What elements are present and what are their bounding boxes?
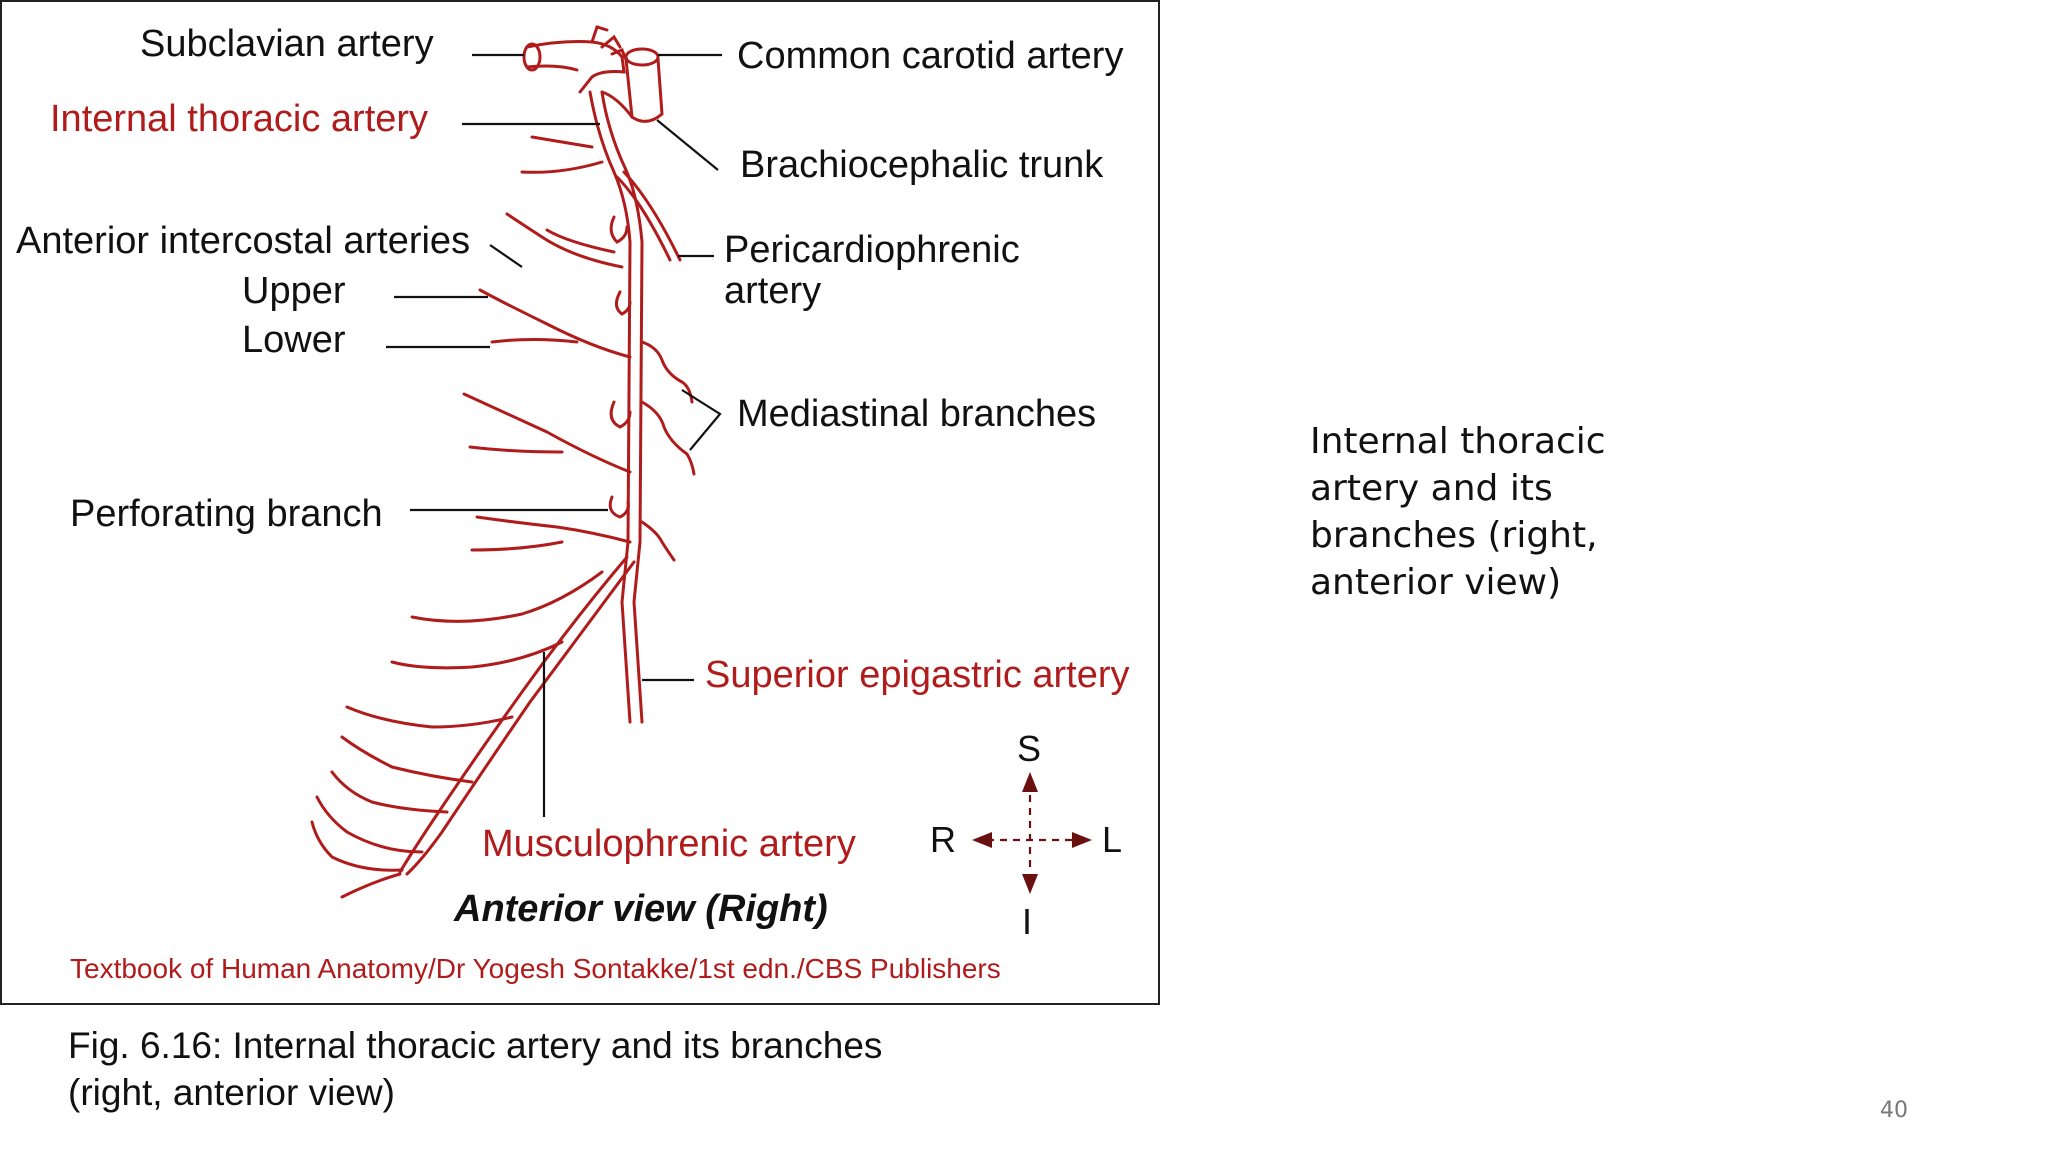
intercostal-10 xyxy=(330,770,449,814)
intercostal-12 xyxy=(310,820,404,872)
intercostal-5 xyxy=(475,515,632,544)
compass-superior-label: S xyxy=(1017,728,1042,769)
label-superior-epigastric-artery: Superior epigastric artery xyxy=(705,654,1130,696)
intercostal-11 xyxy=(315,795,424,854)
artery-diagram xyxy=(310,25,1092,899)
arrow-right-icon xyxy=(1072,832,1092,848)
brachiocephalic-trunk xyxy=(624,57,664,123)
intercostal-6 xyxy=(410,570,604,623)
leader-brachiocephalic xyxy=(656,119,719,171)
brachiocephalic-arch xyxy=(600,90,634,119)
mediastinal-1 xyxy=(640,340,694,404)
page-number: 40 xyxy=(1880,1098,1908,1123)
intercostal-5b xyxy=(470,540,564,552)
compass-left-label: L xyxy=(1102,819,1123,860)
intercostal-8 xyxy=(345,705,514,729)
leader-intercostal xyxy=(489,244,523,268)
intercostal-4b xyxy=(468,445,564,454)
label-credit: Textbook of Human Anatomy/Dr Yogesh Sont… xyxy=(70,953,1001,984)
leader-mediastinal-bracket xyxy=(681,389,722,451)
perforating-hook-2 xyxy=(615,290,632,316)
label-upper: Upper xyxy=(242,270,346,312)
label-brachiocephalic-trunk: Brachiocephalic trunk xyxy=(740,144,1104,186)
label-anterior-intercostal-arteries: Anterior intercostal arteries xyxy=(16,220,471,262)
musculophrenic-artery-a xyxy=(398,555,629,874)
label-lower: Lower xyxy=(242,319,346,361)
figure-frame: Subclavian artery Internal thoracic arte… xyxy=(0,0,1160,1005)
internal-thoracic-trunk-right xyxy=(600,90,644,724)
intercostal-9 xyxy=(340,735,474,784)
figure-caption-line-2: (right, anterior view) xyxy=(68,1072,395,1113)
intercostal-2b xyxy=(545,228,616,254)
arrow-left-icon xyxy=(972,832,992,848)
label-common-carotid-artery: Common carotid artery xyxy=(737,35,1124,77)
compass-inferior-label: I xyxy=(1022,901,1033,942)
intercostal-13 xyxy=(340,872,402,899)
figure-caption: Fig. 6.16: Internal thoracic artery and … xyxy=(68,1022,882,1116)
intercostal-3b xyxy=(490,338,579,344)
subclavian-artery-lower xyxy=(525,64,579,72)
intercostal-1 xyxy=(520,160,604,174)
label-internal-thoracic-artery: Internal thoracic artery xyxy=(50,98,429,140)
common-carotid-cut xyxy=(624,47,660,67)
intercostal-1b xyxy=(530,135,594,149)
perforating-hook-3 xyxy=(609,400,632,429)
subclavian-artery xyxy=(525,40,626,94)
intercostal-7 xyxy=(390,640,564,670)
label-musculophrenic-artery: Musculophrenic artery xyxy=(482,823,856,865)
orientation-compass xyxy=(972,772,1092,894)
side-caption: Internal thoracic artery and its branche… xyxy=(1310,421,1606,603)
perforating-hook-4 xyxy=(608,495,630,519)
label-perforating-branch: Perforating branch xyxy=(70,493,383,535)
label-subclavian-artery: Subclavian artery xyxy=(140,23,434,65)
perforating-hook-1 xyxy=(609,215,629,244)
arrow-down-icon xyxy=(1022,874,1038,894)
label-pericardiophrenic-artery: artery xyxy=(724,270,822,312)
figure-caption-line-1: Fig. 6.16: Internal thoracic artery and … xyxy=(68,1025,883,1066)
intercostal-3 xyxy=(478,288,632,359)
intercostal-4 xyxy=(462,392,632,474)
subclavian-cut-end xyxy=(522,42,542,72)
intercostal-2 xyxy=(505,212,624,269)
mediastinal-3 xyxy=(640,520,676,562)
label-mediastinal-branches: Mediastinal branches xyxy=(737,393,1097,435)
pericardiophrenic-branch xyxy=(615,170,682,262)
compass-right-label: R xyxy=(930,819,956,860)
mediastinal-2 xyxy=(640,400,696,476)
arrow-up-icon xyxy=(1022,772,1038,792)
label-pericardiophrenic: Pericardiophrenic xyxy=(724,229,1020,271)
internal-thoracic-trunk-left xyxy=(588,90,632,724)
label-view: Anterior view (Right) xyxy=(454,888,828,930)
musculophrenic-artery-b xyxy=(405,560,636,876)
